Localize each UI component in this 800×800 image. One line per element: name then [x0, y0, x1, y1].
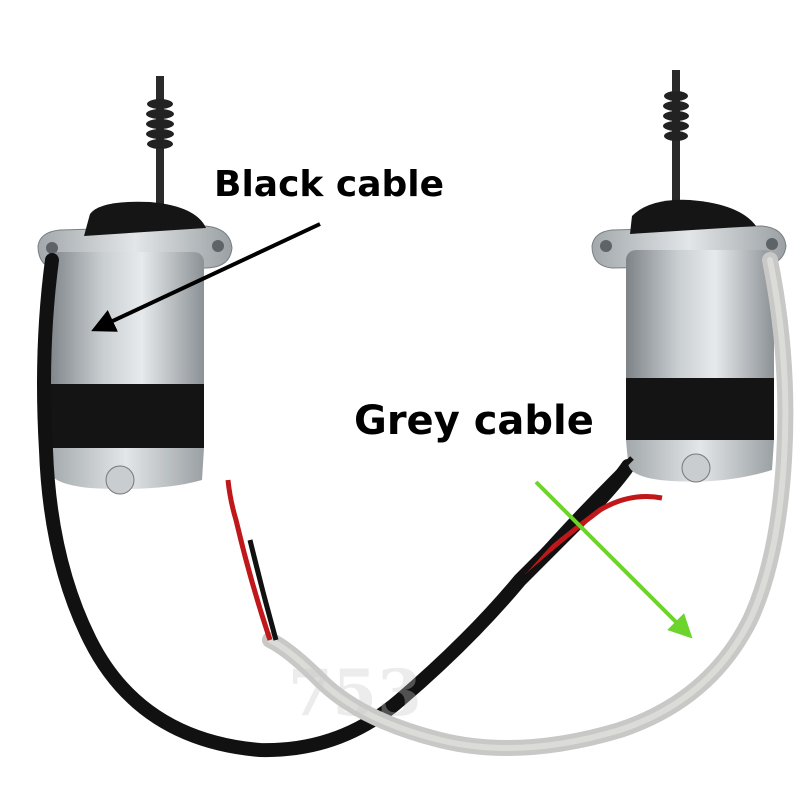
left-top-cap [84, 201, 206, 236]
left-end-bearing [105, 465, 135, 495]
left-loose-wires [225, 479, 279, 641]
right-top-cap [630, 199, 756, 234]
right-worm-gear [663, 91, 689, 141]
watermark: 753 [288, 656, 422, 731]
right-loose-wires [522, 456, 663, 574]
right-end-bearing [681, 453, 711, 483]
grey-cable-label: Grey cable [354, 398, 594, 444]
left-worm-gear [146, 99, 174, 149]
right-shaft [672, 70, 680, 220]
grey-cable-arrow [534, 480, 693, 639]
black-cable-arrow [91, 222, 321, 332]
black-cable-label: Black cable [214, 164, 445, 205]
right-motor [262, 70, 794, 756]
